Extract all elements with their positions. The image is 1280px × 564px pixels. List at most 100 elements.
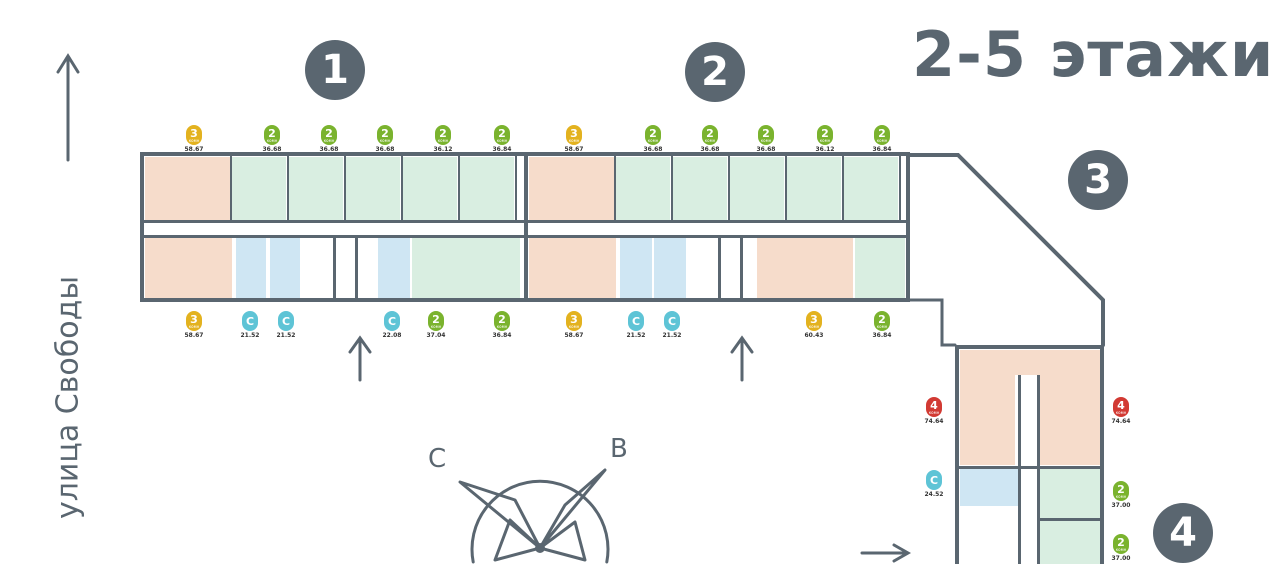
studio bbox=[654, 238, 686, 298]
compass-rose-icon bbox=[458, 468, 607, 562]
unit-type-badge[interactable]: С bbox=[242, 311, 258, 331]
unit-type: С bbox=[631, 314, 641, 328]
entrance-arrow-icon bbox=[860, 543, 912, 563]
wall bbox=[955, 345, 959, 564]
unit-type: 2 bbox=[706, 126, 714, 140]
wall bbox=[287, 156, 289, 220]
wall bbox=[458, 156, 460, 220]
wall bbox=[1018, 375, 1021, 564]
unit-type: 2 bbox=[498, 312, 506, 326]
wall bbox=[140, 152, 144, 302]
unit-type: 3 bbox=[190, 312, 198, 326]
badge-subtext: комн bbox=[323, 137, 335, 143]
section-1-marker: 1 bbox=[305, 40, 365, 100]
wall bbox=[718, 238, 721, 298]
apartment-2room bbox=[412, 238, 520, 298]
badge-subtext: комн bbox=[496, 323, 508, 329]
apartment-4room bbox=[960, 350, 1100, 375]
unit-type-badge[interactable]: С bbox=[664, 311, 680, 331]
unit-type-badge[interactable]: С bbox=[926, 470, 942, 490]
wall bbox=[1100, 345, 1104, 564]
wall bbox=[515, 156, 517, 220]
unit-area: 36.68 bbox=[700, 146, 720, 153]
floors-title: 2-5 этажи bbox=[912, 18, 1275, 91]
unit-type: 3 bbox=[810, 312, 818, 326]
unit-type-badge[interactable]: С bbox=[384, 311, 400, 331]
apartment-2room bbox=[1040, 468, 1100, 518]
entrance-arrow-icon bbox=[730, 335, 754, 382]
unit-type-badge[interactable]: С bbox=[278, 311, 294, 331]
wall bbox=[614, 156, 616, 220]
badge-subtext: комн bbox=[876, 137, 888, 143]
wall bbox=[401, 156, 403, 220]
unit-area: 36.68 bbox=[643, 146, 663, 153]
unit-area: 21.52 bbox=[240, 332, 260, 339]
wall bbox=[144, 235, 906, 238]
wall bbox=[144, 220, 906, 223]
apartment-3room bbox=[145, 157, 230, 220]
unit-area: 36.68 bbox=[375, 146, 395, 153]
apartment-2room bbox=[346, 157, 400, 220]
unit-type-badge[interactable]: С bbox=[628, 311, 644, 331]
apartment-2room bbox=[403, 157, 457, 220]
unit-area: 36.84 bbox=[872, 146, 892, 153]
apartment-2room bbox=[787, 157, 841, 220]
wall bbox=[524, 152, 528, 302]
wall bbox=[333, 238, 336, 298]
unit-type: 3 bbox=[570, 312, 578, 326]
unit-type: 2 bbox=[878, 312, 886, 326]
unit-type: С bbox=[245, 314, 255, 328]
badge-subtext: комн bbox=[876, 323, 888, 329]
wall bbox=[842, 156, 844, 220]
wall bbox=[230, 156, 232, 220]
unit-area: 36.68 bbox=[262, 146, 282, 153]
unit-area: 36.12 bbox=[815, 146, 835, 153]
unit-type: 2 bbox=[381, 126, 389, 140]
unit-area: 21.52 bbox=[276, 332, 296, 339]
unit-type: 2 bbox=[268, 126, 276, 140]
badge-subtext: комн bbox=[1115, 546, 1127, 552]
apartment-2room bbox=[1040, 520, 1100, 564]
badge-subtext: комн bbox=[1115, 409, 1127, 415]
compass-circle bbox=[470, 479, 610, 564]
badge-subtext: комн bbox=[266, 137, 278, 143]
unit-type: С bbox=[281, 314, 291, 328]
apartment-3room bbox=[529, 157, 614, 220]
studio bbox=[378, 238, 410, 298]
wall bbox=[671, 156, 673, 220]
apartment-2room bbox=[289, 157, 343, 220]
unit-type: С bbox=[387, 314, 397, 328]
unit-area: 60.43 bbox=[804, 332, 824, 339]
section-4-marker: 4 bbox=[1153, 503, 1213, 563]
apartment-3room bbox=[757, 238, 853, 298]
studio bbox=[270, 238, 300, 298]
unit-type: 4 bbox=[1117, 398, 1125, 412]
unit-type: 4 bbox=[930, 398, 938, 412]
unit-type: 2 bbox=[649, 126, 657, 140]
section-2-marker: 2 bbox=[685, 42, 745, 102]
unit-type: С bbox=[667, 314, 677, 328]
badge-subtext: комн bbox=[760, 137, 772, 143]
